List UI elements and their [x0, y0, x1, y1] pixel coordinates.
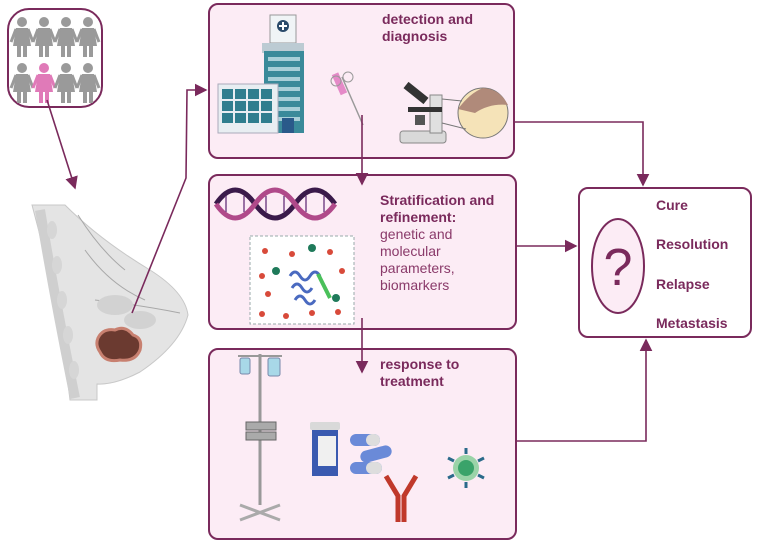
woman-icon: [75, 63, 101, 103]
outcome-resolution: Resolution: [656, 236, 729, 252]
woman-icon: [53, 17, 79, 57]
tissue-cells-icon: [441, 87, 509, 139]
microscope-icon: [399, 81, 447, 144]
highlighted-woman-icon: [31, 63, 57, 103]
stage-title-line: diagnosis: [382, 28, 448, 44]
woman-icon: [9, 17, 35, 57]
woman-icon: [9, 63, 35, 103]
stage-title-line: Stratification and: [380, 192, 495, 208]
breast-anatomy-illustration: [31, 204, 189, 401]
stage-title-line: response to: [380, 356, 460, 372]
population-group: [7, 8, 103, 108]
stage-subtitle-line: molecular: [380, 243, 441, 259]
antibody-icon: [383, 474, 419, 522]
biopsy-syringe-icon: [330, 71, 364, 126]
uncertainty-icon: ?: [591, 218, 645, 314]
tumor-icon: [95, 326, 143, 363]
outcome-relapse: Relapse: [656, 276, 710, 292]
dna-helix-icon: [213, 187, 338, 221]
capsules-icon: [350, 434, 392, 474]
stage-treatment-response: response to treatment: [208, 348, 517, 540]
arrow-detection-to-outcome: [515, 121, 650, 187]
stage-title-line: treatment: [380, 373, 444, 389]
breast-anatomy-icon: [31, 204, 189, 401]
stage-subtitle-line: genetic and: [380, 226, 453, 242]
woman-icon: [75, 17, 101, 57]
women-population-icon: [9, 17, 101, 103]
stage-title-line: refinement:: [380, 209, 457, 225]
question-mark: ?: [604, 239, 633, 297]
pill-bottle-icon: [310, 422, 340, 476]
woman-icon: [53, 63, 79, 103]
arrow-treatment-to-outcome: [517, 338, 653, 442]
woman-icon: [31, 17, 57, 57]
outcome-metastasis: Metastasis: [656, 315, 728, 331]
stage-subtitle-line: biomarkers: [380, 277, 450, 293]
immune-cell-icon: [447, 448, 485, 488]
protein-molecule-icon: [249, 235, 355, 325]
stage-subtitle-line: parameters,: [380, 260, 455, 276]
hospital-icon: [217, 14, 304, 134]
outcome-cure: Cure: [656, 197, 688, 213]
stage-title-line: detection and: [382, 11, 474, 27]
stage-detection-diagnosis: detection and diagnosis: [208, 3, 515, 159]
iv-drip-pump-icon: [238, 354, 282, 522]
outcomes-box: ? Cure Resolution Relapse Metastasis: [578, 187, 752, 338]
stage-stratification: Stratification and refinement: genetic a…: [208, 174, 517, 330]
